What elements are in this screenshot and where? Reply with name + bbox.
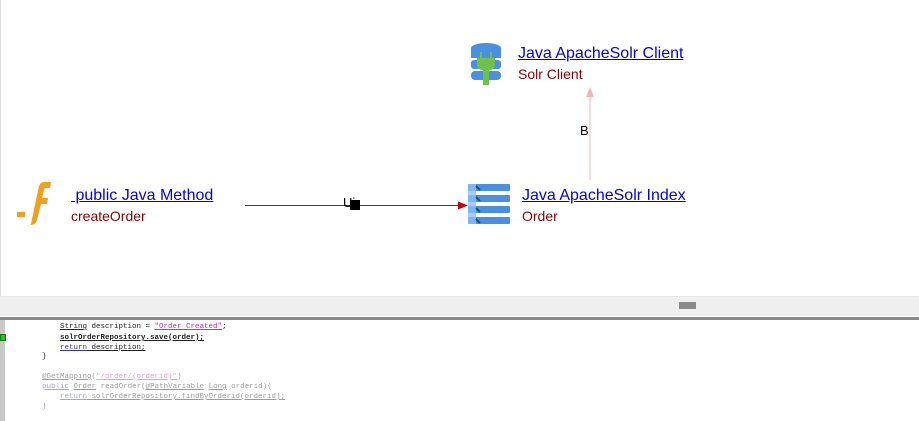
panel-splitter[interactable] [0, 317, 919, 320]
diagram-edges [17, 43, 594, 225]
node-method-subtitle: createOrder [71, 208, 146, 224]
node-index-title[interactable]: Java ApacheSolr Index [522, 187, 686, 204]
code-line: return solrOrderRepository.findByOrderid… [60, 393, 286, 401]
edge-handle[interactable] [350, 200, 360, 210]
dependency-diagram: public Java Method createOrder Java Apac… [0, 0, 686, 296]
code-line: } [42, 403, 47, 411]
edge-label-b: B [580, 123, 589, 138]
horizontal-scrollbar[interactable] [0, 296, 919, 316]
node-index-subtitle: Order [522, 208, 558, 224]
code-line: @GetMapping("/order/{orderid}") [42, 373, 182, 381]
code-line: solrOrderRepository.save(order); [60, 334, 205, 342]
code-line: public Order readOrder(@PathVariable Lon… [42, 383, 272, 391]
database-plug-icon [471, 43, 501, 85]
node-client-title[interactable]: Java ApacheSolr Client [518, 45, 684, 62]
index-list-icon [468, 184, 510, 224]
function-icon [17, 181, 51, 225]
scrollbar-thumb[interactable] [679, 302, 696, 309]
node-client-subtitle: Solr Client [518, 66, 583, 82]
code-line: String description = "Order Created"; [60, 323, 227, 331]
code-gutter [0, 320, 5, 421]
code-viewer: String description = "Order Created"; so… [0, 320, 919, 421]
edge-label-ui: Ui [343, 195, 356, 210]
current-line-marker [0, 334, 6, 341]
code-line: return description; [60, 344, 146, 352]
node-method-title[interactable]: public Java Method [71, 187, 214, 204]
code-line: } [42, 353, 47, 361]
